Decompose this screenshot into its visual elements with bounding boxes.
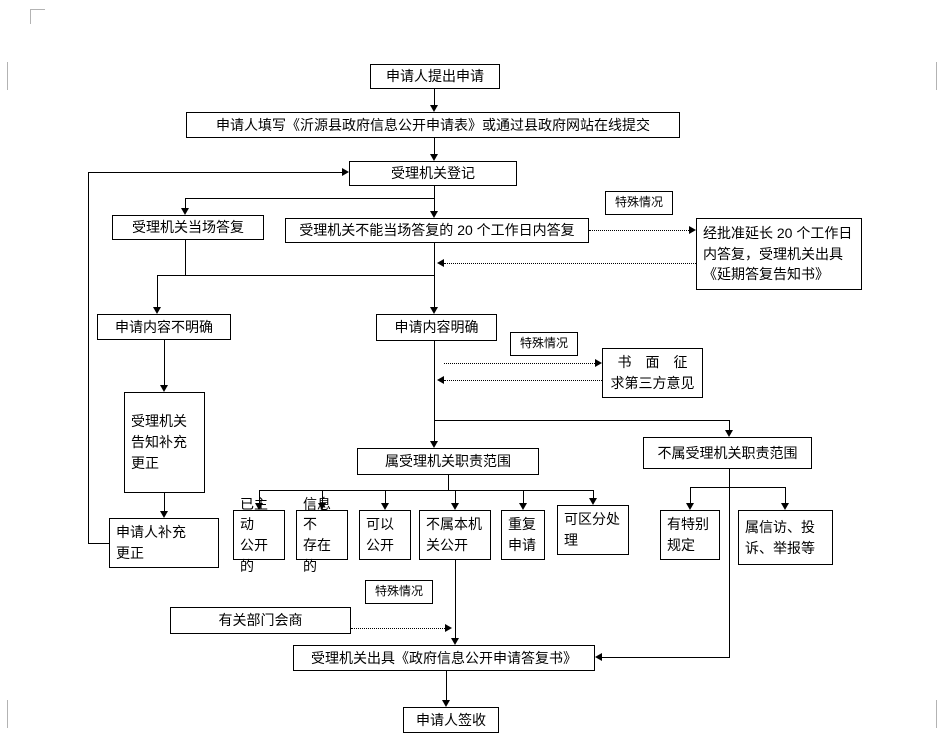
arrowhead-right bbox=[445, 624, 452, 632]
node-sign-receive: 申请人签收 bbox=[403, 707, 499, 733]
connector bbox=[785, 487, 786, 503]
dotted-connector bbox=[351, 628, 445, 629]
arrowhead-down bbox=[430, 105, 438, 112]
connector bbox=[322, 490, 323, 503]
connector bbox=[434, 89, 435, 105]
connector bbox=[729, 420, 730, 430]
margin-mark bbox=[936, 62, 937, 90]
arrowhead-down bbox=[153, 307, 161, 314]
connector bbox=[448, 475, 449, 490]
connector bbox=[434, 420, 729, 421]
arrowhead-left bbox=[437, 259, 444, 267]
node-fill-form: 申请人填写《沂源县政府信息公开申请表》或通过县政府网站在线提交 bbox=[186, 112, 680, 138]
node-extend-reply: 经批准延长 20 个工作日 内答复，受理机关出具 《延期答复告知书》 bbox=[696, 218, 862, 290]
arrowhead-down bbox=[255, 503, 263, 510]
connector bbox=[523, 490, 524, 503]
node-can-public: 可以 公开 bbox=[359, 510, 411, 560]
node-dept-consult: 有关部门会商 bbox=[170, 607, 351, 634]
arrowhead-down bbox=[589, 498, 597, 505]
margin-mark bbox=[30, 9, 45, 10]
connector bbox=[690, 487, 786, 488]
arrowhead-down bbox=[160, 511, 168, 518]
node-applicant-supplement: 申请人补充 更正 bbox=[109, 518, 219, 568]
arrowhead-right bbox=[689, 226, 696, 234]
node-special-rule: 有特别 规定 bbox=[660, 510, 720, 560]
arrowhead-down bbox=[160, 385, 168, 392]
margin-mark bbox=[30, 9, 31, 24]
arrowhead-down bbox=[430, 307, 438, 314]
arrowhead-down bbox=[381, 503, 389, 510]
arrowhead-down bbox=[451, 638, 459, 645]
connector bbox=[593, 490, 594, 498]
node-not-exist: 信息不 存在的 bbox=[296, 496, 348, 574]
node-reply-doc: 受理机关出具《政府信息公开申请答复书》 bbox=[293, 645, 595, 671]
connector bbox=[690, 487, 691, 503]
connector bbox=[88, 172, 342, 173]
node-within20-reply: 受理机关不能当场答复的 20 个工作日内答复 bbox=[285, 218, 589, 243]
node-special-case-3: 特殊情况 bbox=[365, 580, 433, 604]
connector bbox=[729, 487, 730, 657]
arrowhead-down bbox=[430, 441, 438, 448]
connector bbox=[434, 138, 435, 154]
margin-mark bbox=[7, 62, 8, 90]
node-content-unclear: 申请内容不明确 bbox=[97, 314, 231, 340]
margin-mark bbox=[7, 700, 8, 728]
node-separable: 可区分处 理 bbox=[557, 505, 629, 555]
node-not-this-org: 不属本机 关公开 bbox=[419, 510, 491, 560]
arrowhead-left bbox=[437, 376, 444, 384]
connector bbox=[602, 657, 730, 658]
node-out-scope: 不属受理机关职责范围 bbox=[643, 437, 812, 469]
arrowhead-down bbox=[519, 503, 527, 510]
margin-mark bbox=[936, 700, 937, 728]
connector bbox=[157, 275, 435, 276]
connector bbox=[446, 671, 447, 700]
connector bbox=[157, 275, 158, 307]
node-content-clear: 申请内容明确 bbox=[376, 314, 497, 341]
arrowhead-down bbox=[430, 154, 438, 161]
connector bbox=[455, 560, 456, 638]
arrowhead-down bbox=[181, 208, 189, 215]
arrowhead-right bbox=[342, 168, 349, 176]
arrowhead-down bbox=[430, 211, 438, 218]
connector bbox=[185, 240, 186, 275]
node-repeat-apply: 重复 申请 bbox=[501, 510, 545, 560]
connector bbox=[164, 340, 165, 385]
dotted-connector bbox=[444, 363, 595, 364]
node-special-case-2: 特殊情况 bbox=[510, 332, 578, 356]
connector bbox=[185, 198, 435, 199]
arrowhead-down bbox=[686, 503, 694, 510]
connector bbox=[259, 490, 260, 503]
connector bbox=[434, 186, 435, 198]
arrowhead-right bbox=[595, 359, 602, 367]
node-petition: 属信访、投 诉、举报等 bbox=[738, 510, 833, 565]
dotted-connector bbox=[444, 380, 602, 381]
connector bbox=[434, 243, 435, 307]
arrowhead-down bbox=[725, 430, 733, 437]
node-special-case-1: 特殊情况 bbox=[605, 191, 673, 215]
arrowhead-down bbox=[781, 503, 789, 510]
node-third-party: 书 面 征 求第三方意见 bbox=[602, 348, 703, 398]
connector bbox=[88, 543, 109, 544]
arrowhead-left bbox=[595, 653, 602, 661]
connector bbox=[385, 490, 386, 503]
connector bbox=[729, 469, 730, 487]
connector bbox=[455, 490, 456, 503]
node-in-scope: 属受理机关职责范围 bbox=[357, 448, 539, 475]
arrowhead-down bbox=[451, 503, 459, 510]
connector bbox=[185, 198, 186, 208]
dotted-connector bbox=[444, 263, 696, 264]
node-onspot-reply: 受理机关当场答复 bbox=[112, 215, 264, 240]
connector bbox=[259, 490, 594, 491]
node-submit: 申请人提出申请 bbox=[370, 64, 500, 89]
connector bbox=[164, 493, 165, 511]
connector bbox=[88, 172, 89, 544]
node-register: 受理机关登记 bbox=[349, 161, 517, 186]
node-notify-supplement: 受理机关 告知补充 更正 bbox=[124, 392, 205, 493]
connector bbox=[434, 198, 435, 211]
connector bbox=[434, 341, 435, 441]
arrowhead-down bbox=[318, 503, 326, 510]
node-already-public: 已主动 公开的 bbox=[233, 496, 285, 574]
dotted-connector bbox=[589, 230, 689, 231]
arrowhead-down bbox=[442, 700, 450, 707]
